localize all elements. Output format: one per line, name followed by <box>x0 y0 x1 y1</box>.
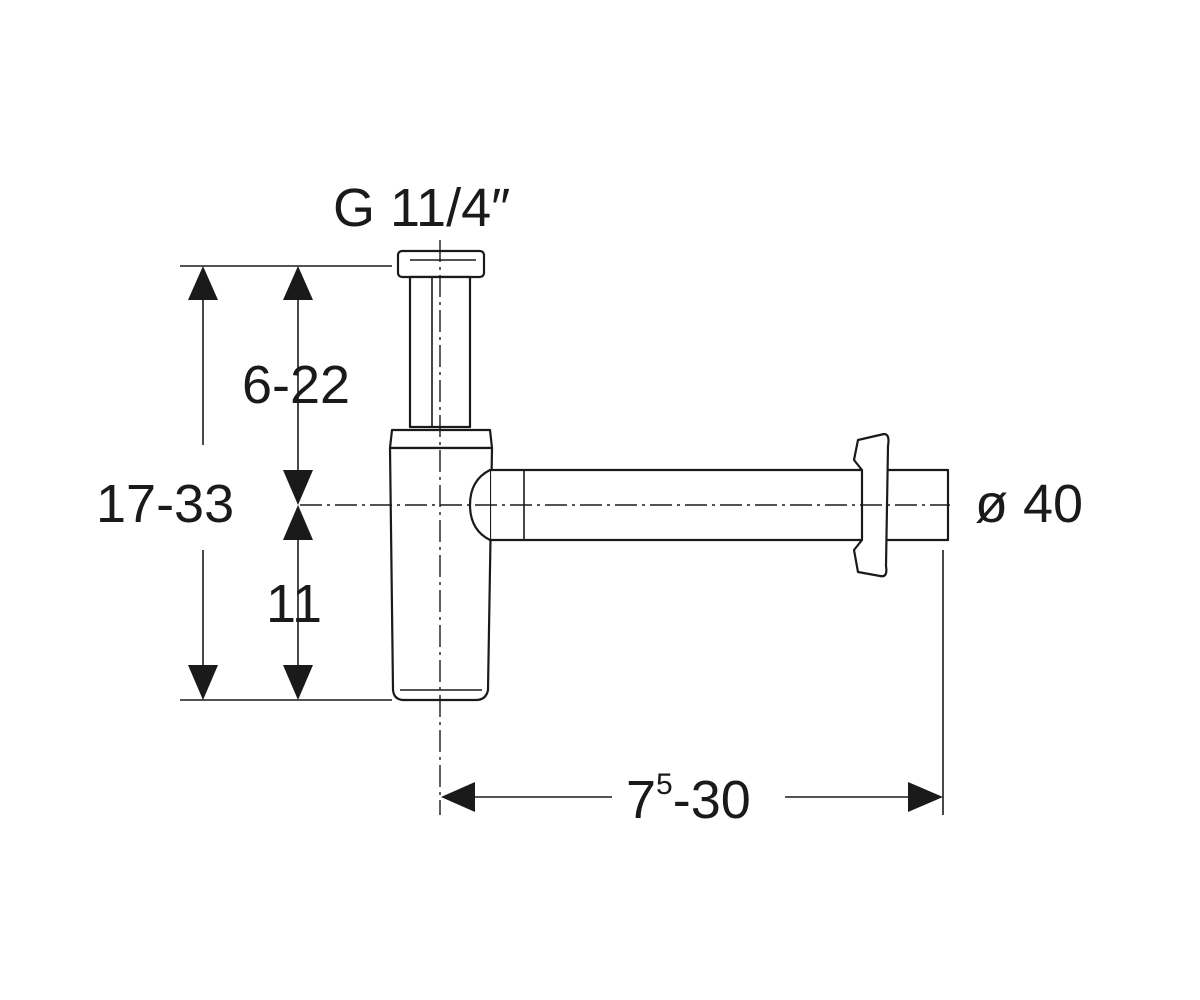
label-length-sup: 5 <box>656 768 673 801</box>
label-length: 75-30 <box>626 768 751 830</box>
label-height-upper: 6-22 <box>242 355 350 415</box>
label-height-lower: 11 <box>266 574 322 634</box>
dimension-upper-height <box>283 266 313 505</box>
label-length-rest: -30 <box>673 770 751 830</box>
bottle-trap <box>388 249 950 702</box>
top-nut <box>396 249 486 279</box>
label-height-total: 17-33 <box>96 474 234 534</box>
bottle-collar <box>388 428 494 450</box>
label-thread: G 11/4″ <box>333 178 510 238</box>
bottle-body <box>388 446 494 702</box>
dimension-length <box>441 782 943 812</box>
dimension-total-height <box>188 266 218 700</box>
label-diameter: ø 40 <box>975 474 1083 534</box>
dimension-lower-height <box>283 505 313 700</box>
label-length-base: 7 <box>626 770 656 830</box>
